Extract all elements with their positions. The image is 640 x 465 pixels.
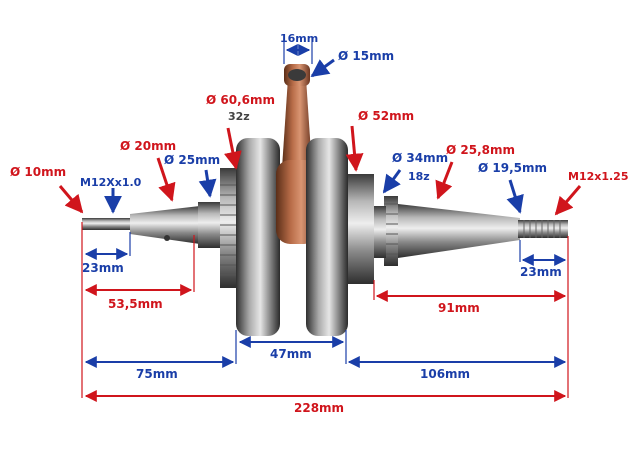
small-end-bore [288, 69, 306, 81]
label-dia-25: Ø 25mm [164, 153, 220, 167]
label-dia-10: Ø 10mm [10, 165, 66, 179]
label-thread-right: M12x1.25 [568, 170, 629, 183]
label-pin-width: 16mm [280, 32, 318, 45]
blue-extension-lines [129, 38, 521, 364]
right-thread-lines [523, 220, 561, 238]
right-journal [374, 206, 386, 258]
label-len-91: 91mm [438, 301, 480, 315]
label-thread-left: M12Xx1.0 [80, 176, 142, 189]
left-journal [198, 202, 220, 248]
left-thread-shaft [82, 218, 132, 230]
label-teeth-32: 32z [228, 110, 250, 123]
label-len-53-5: 53,5mm [108, 297, 163, 311]
right-taper-shaft [398, 204, 520, 258]
right-gear-teeth [384, 203, 398, 255]
right-bearing [348, 174, 374, 284]
label-len-75: 75mm [136, 367, 178, 381]
left-shaft-section [130, 206, 200, 244]
label-len-47: 47mm [270, 347, 312, 361]
red-extension-lines [81, 222, 569, 398]
label-len-228: 228mm [294, 401, 344, 415]
label-len-23-right: 23mm [520, 265, 562, 279]
label-dia-25-8: Ø 25,8mm [446, 143, 515, 157]
crankshaft-illustration [82, 64, 568, 336]
label-dia-60-6: Ø 60,6mm [206, 93, 275, 107]
label-dia-20: Ø 20mm [120, 139, 176, 153]
oil-hole [164, 235, 170, 241]
red-pointer-arrows [58, 125, 582, 216]
label-teeth-18: 18z [408, 170, 430, 183]
connecting-rod [282, 78, 312, 168]
label-dia-52: Ø 52mm [358, 109, 414, 123]
label-len-106: 106mm [420, 367, 470, 381]
left-gear [220, 168, 236, 288]
label-len-23-left: 23mm [82, 261, 124, 275]
blue-pointer-arrows [104, 58, 524, 214]
left-gear-teeth [220, 174, 236, 276]
label-dia-19-5: Ø 19,5mm [478, 161, 547, 175]
label-dia-34: Ø 34mm [392, 151, 448, 165]
left-flywheel [236, 138, 280, 336]
right-gear [384, 196, 398, 266]
right-flywheel [306, 138, 348, 336]
label-dia-15: Ø 15mm [338, 49, 394, 63]
